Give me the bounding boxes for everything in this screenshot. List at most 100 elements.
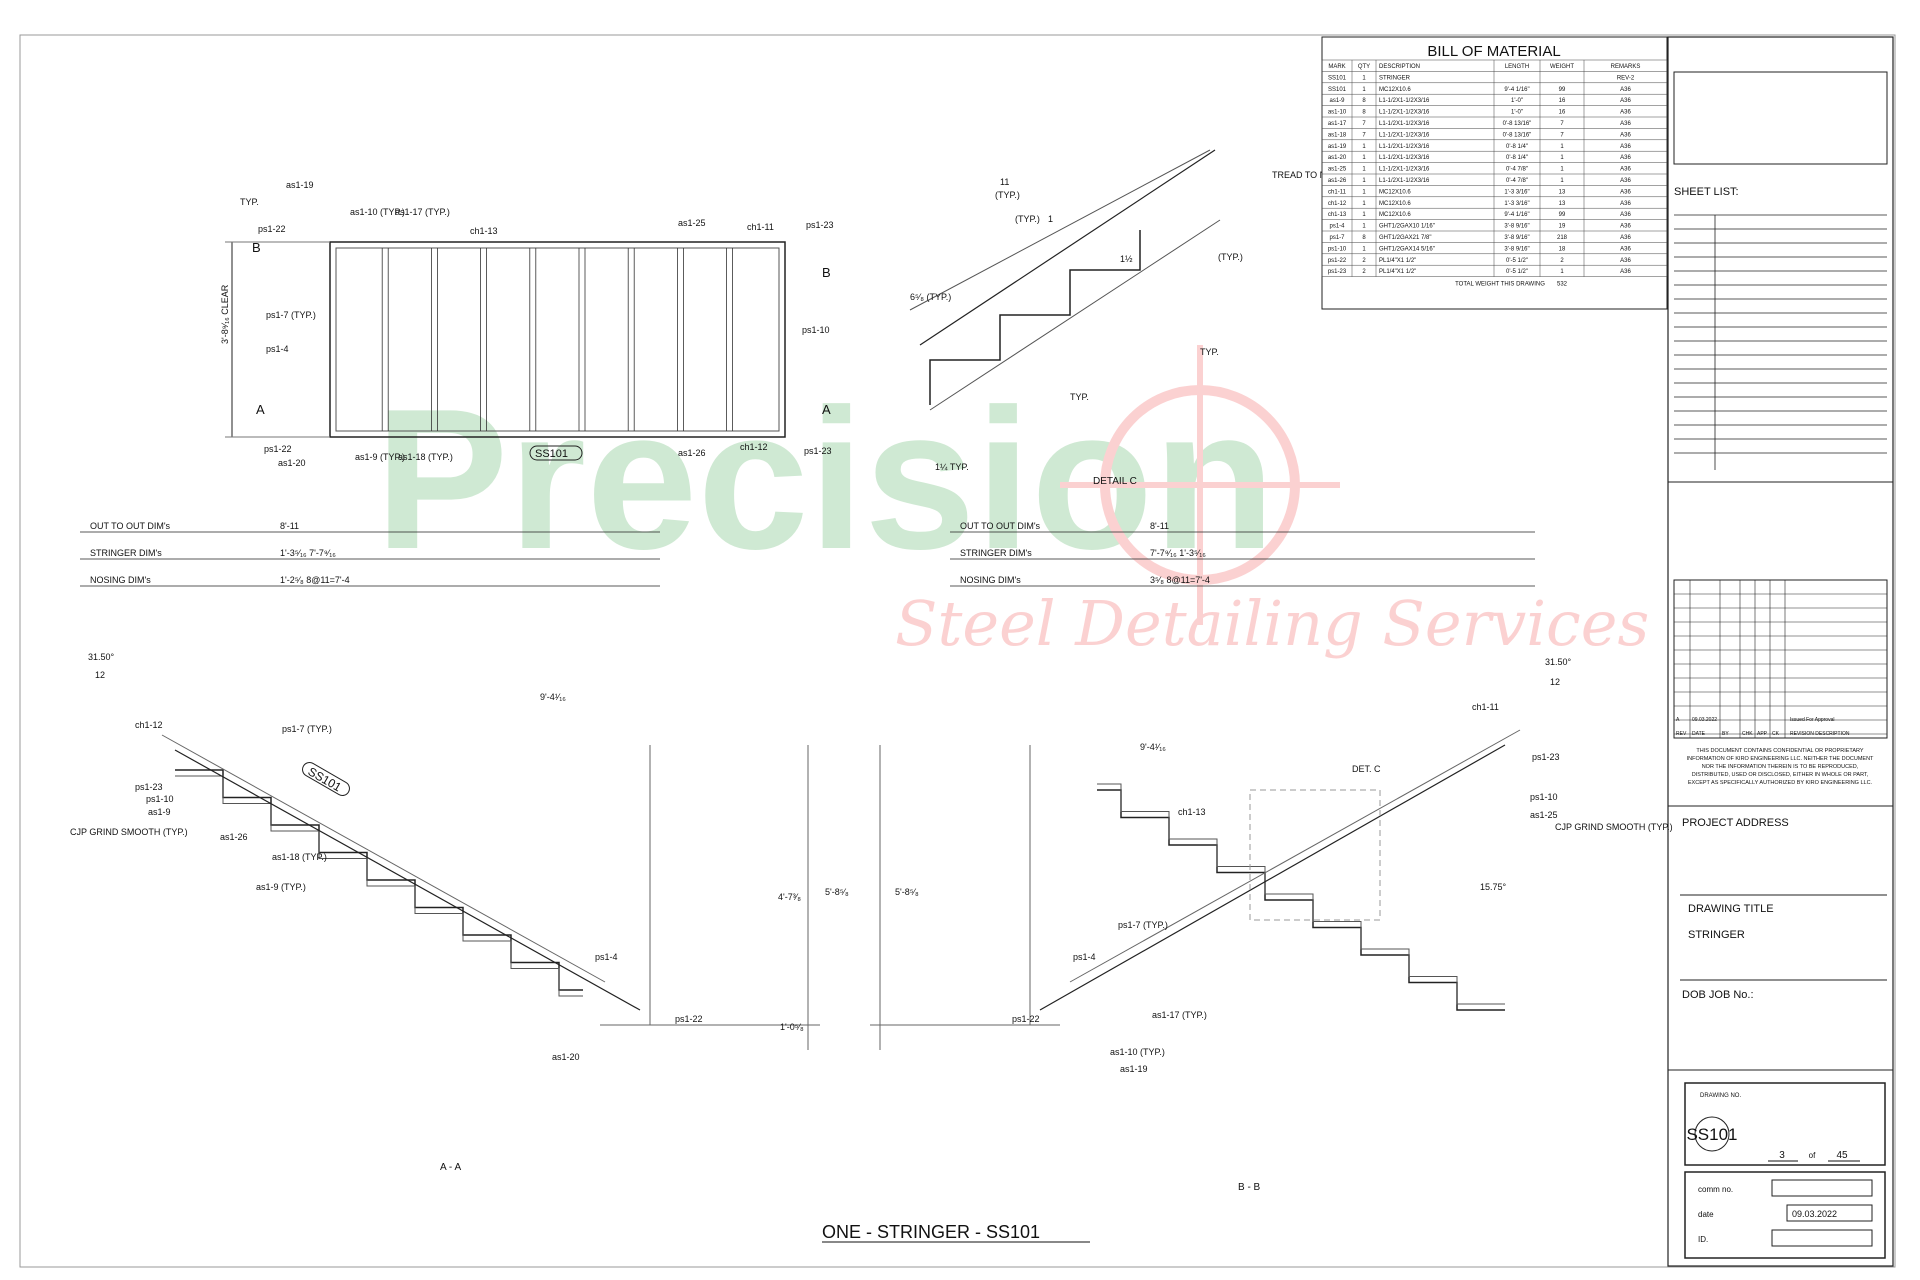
notice-line: INFORMATION OF KIRO ENGINEERING LLC. NEI… [1687, 756, 1874, 762]
rev-cell: 09.03.2022 [1692, 717, 1717, 723]
project-address-label: PROJECT ADDRESS [1682, 817, 1789, 829]
sheet-list-label: SHEET LIST: [1674, 186, 1739, 198]
bom-cell: 1 [1560, 167, 1564, 173]
bb-label: 9'-4¹⁄₁₆ [1140, 742, 1166, 752]
bom-cell: 18 [1559, 246, 1566, 252]
aa-label: as1-26 [220, 832, 248, 842]
detail-c-label: 1 [1048, 214, 1053, 224]
plan-label: TYP. [240, 197, 259, 207]
bom-cell: 1'-0" [1511, 110, 1523, 116]
bom-cell: A36 [1620, 269, 1631, 275]
bom-cell: 1 [1362, 144, 1366, 150]
aa-label: 1'-0⁵⁄₈ [780, 1022, 804, 1032]
bom-cell: 2 [1560, 258, 1564, 264]
bom-cell: ps1-23 [1328, 269, 1347, 275]
bom-cell: GHT1/2GAX10 1/16" [1379, 224, 1435, 230]
bom-cell: ps1-7 [1329, 235, 1345, 241]
bom-cell: SS101 [1328, 75, 1347, 81]
dim-row-value: 7'-7⁹⁄₁₆ 1'-3⁵⁄₁₆ [1150, 548, 1206, 558]
plan-section-a-left: A [256, 402, 265, 417]
rev-header: BY [1722, 731, 1729, 737]
plan-label: as1-25 [678, 218, 706, 228]
sheet-num: 3 [1779, 1150, 1785, 1161]
bom-cell: as1-9 [1329, 98, 1345, 104]
bom-cell: STRINGER [1379, 75, 1411, 81]
bom-cell: WEIGHT [1550, 64, 1574, 70]
bom-cell: ps1-10 [1328, 246, 1347, 252]
detail-c-label: TYP. [1070, 392, 1089, 402]
bom-cell: 1 [1560, 178, 1564, 184]
bom-cell: 7 [1362, 121, 1366, 127]
bom-cell: A36 [1620, 212, 1631, 218]
bb-label: ch1-13 [1178, 807, 1206, 817]
dim-row-label: STRINGER DIM's [90, 548, 162, 558]
bom-cell: 218 [1557, 235, 1568, 241]
detail-c-label: TYP. [1200, 347, 1219, 357]
bom-cell: 1 [1362, 224, 1366, 230]
bom-cell: 8 [1362, 110, 1366, 116]
dim-row-label: NOSING DIM's [90, 575, 151, 585]
bom-cell: L1-1/2X1-1/2X3/16 [1379, 110, 1430, 116]
section-aa-caption: A - A [440, 1162, 461, 1173]
plan-label: ps1-22 [258, 224, 286, 234]
notice-line: EXCEPT AS SPECIFICALLY AUTHORIZED BY KIR… [1688, 780, 1873, 786]
bom-cell: 8 [1362, 235, 1366, 241]
bom-cell: ch1-12 [1328, 201, 1347, 207]
plan-mark: SS101 [535, 448, 568, 460]
of-label: of [1809, 1151, 1816, 1160]
plan-label: as1-26 [678, 448, 706, 458]
plan-section-b-right: B [822, 265, 831, 280]
aa-label: as1-9 (TYP.) [256, 882, 306, 892]
bom-cell: ps1-4 [1329, 224, 1345, 230]
plan-label: ps1-22 [264, 444, 292, 454]
bb-label: ch1-11 [1472, 702, 1499, 712]
bom-cell: ch1-13 [1328, 212, 1347, 218]
plan-label: ch1-11 [747, 222, 774, 232]
bom-cell: 1 [1362, 87, 1366, 93]
bom-cell: A36 [1620, 189, 1631, 195]
bom-cell: 13 [1559, 189, 1566, 195]
plan-view-labels: 3'-8⁹⁄₁₆ CLEAR SS101 B B A A TYP.as1-19a… [220, 180, 834, 468]
bom-cell: REMARKS [1611, 64, 1641, 70]
bom-cell: A36 [1620, 235, 1631, 241]
plan-label: ps1-7 (TYP.) [266, 310, 316, 320]
dim-row-label: NOSING DIM's [960, 575, 1021, 585]
bom-cell: 99 [1559, 212, 1566, 218]
bom-cell: QTY [1358, 64, 1370, 70]
bom-cell: A36 [1620, 224, 1631, 230]
aa-label: ps1-23 [135, 782, 163, 792]
bom-cell: L1-1/2X1-1/2X3/16 [1379, 144, 1430, 150]
bom-cell: 16 [1559, 110, 1566, 116]
bom-cell: PL1/4"X1 1/2" [1379, 269, 1416, 275]
bom-cell: 0'-5 1/2" [1506, 269, 1528, 275]
bom-cell: 1 [1362, 212, 1366, 218]
detail-c-label: 1½ [1120, 254, 1133, 264]
bom-cell: as1-17 [1328, 121, 1347, 127]
bb-label: 15.75° [1480, 882, 1507, 892]
bom-cell: L1-1/2X1-1/2X3/16 [1379, 155, 1430, 161]
bom-cell: 1'-0" [1511, 98, 1523, 104]
bom-cell: 1 [1362, 178, 1366, 184]
bb-label: 12 [1550, 677, 1560, 687]
bom-cell: 0'-8 1/4" [1506, 144, 1528, 150]
detail-c-label: 6⁵⁄₈ (TYP.) [910, 292, 951, 302]
bom-cell: as1-26 [1328, 178, 1347, 184]
notice-line: NOR THE INFORMATION THEREIN IS TO BE REP… [1702, 764, 1859, 770]
section-bb-caption: B - B [1238, 1182, 1261, 1193]
bb-label: ps1-7 (TYP.) [1118, 920, 1168, 930]
comm-label: comm no. [1698, 1185, 1733, 1194]
bom-cell: L1-1/2X1-1/2X3/16 [1379, 178, 1430, 184]
drawing-no: SS101 [1686, 1125, 1737, 1144]
plan-label: ch1-12 [740, 442, 768, 452]
bom-cell: A36 [1620, 201, 1631, 207]
bom-cell: MC12X10.6 [1379, 201, 1411, 207]
bom-cell: 0'-5 1/2" [1506, 258, 1528, 264]
bom-cell: 7 [1362, 132, 1366, 138]
bom-total-value: 532 [1557, 282, 1568, 288]
rev-header: REV [1676, 731, 1687, 737]
bb-label: 31.50° [1545, 657, 1572, 667]
plan-label: as1-10 (TYP.) [350, 207, 405, 217]
dob-label: DOB JOB No.: [1682, 989, 1754, 1001]
